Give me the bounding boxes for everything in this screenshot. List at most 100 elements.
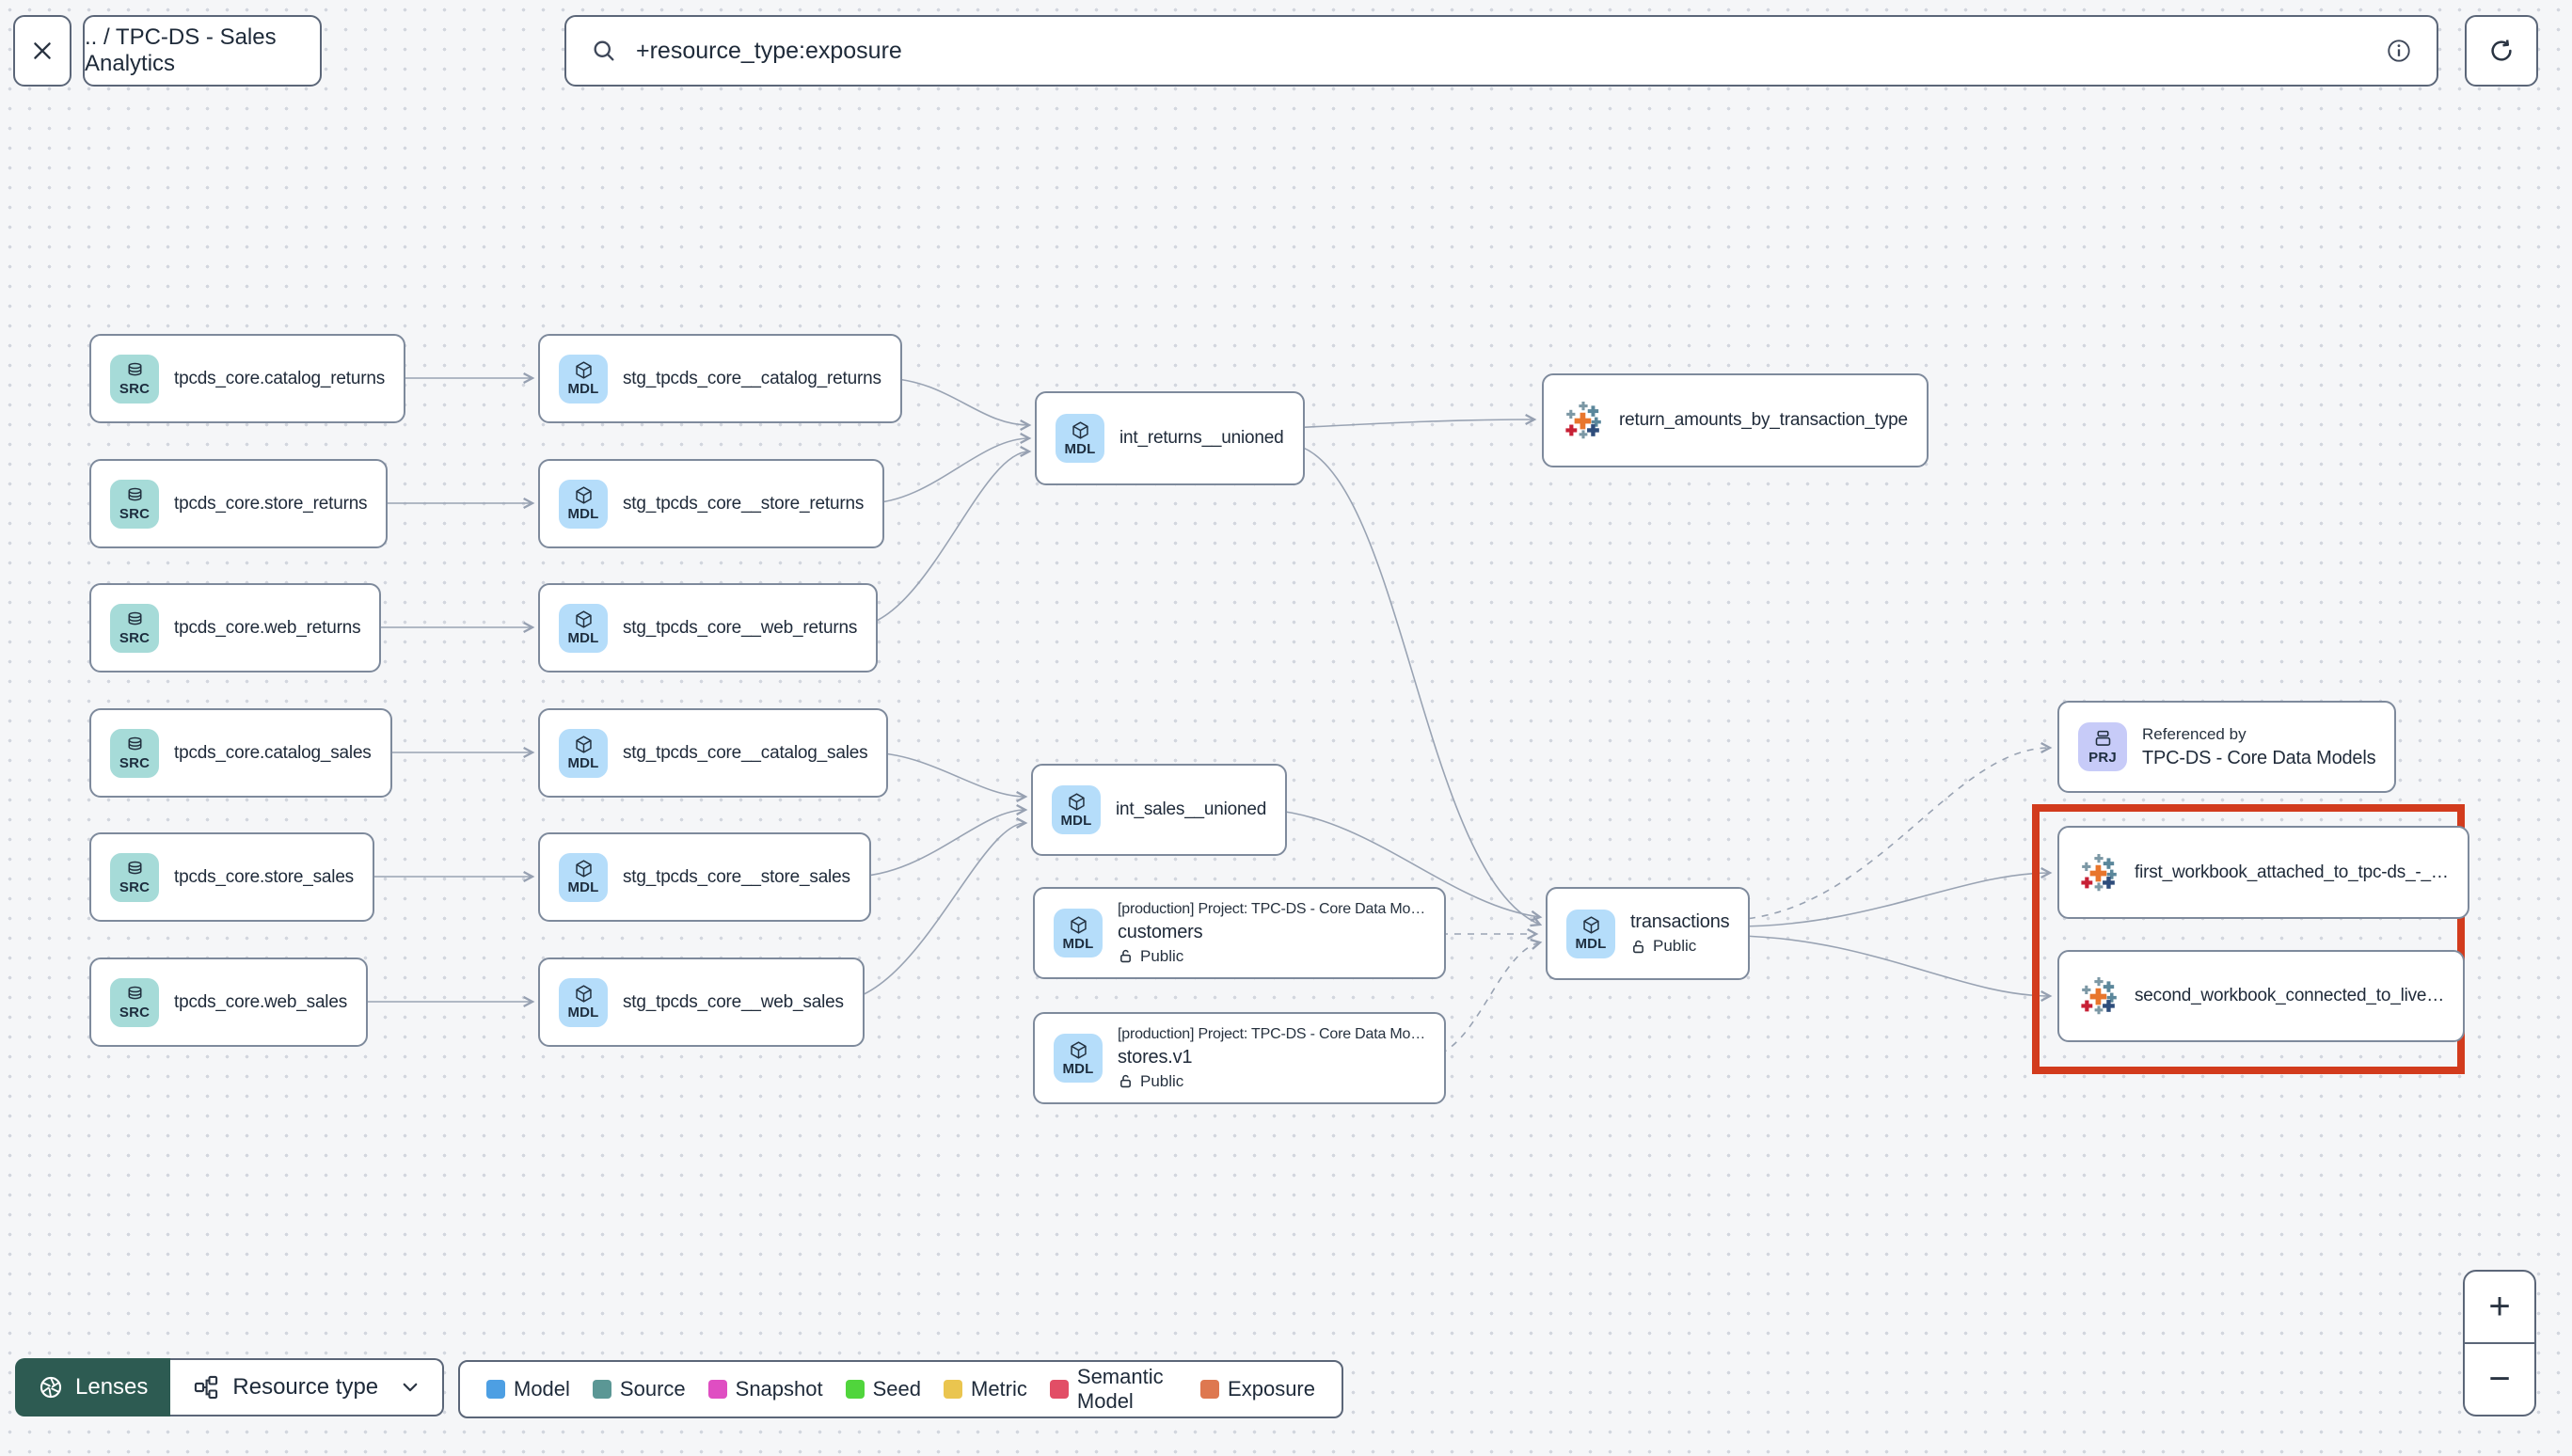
access-label: Public [1653,937,1697,955]
access-label: Public [1140,946,1184,965]
search-input[interactable] [634,36,2369,66]
node-source-store-returns[interactable]: SRC tpcds_core.store_returns [89,459,389,548]
model-cube-icon [1069,1040,1088,1060]
project-badge: PRJ [2078,722,2127,771]
source-badge: SRC [110,977,159,1027]
model-cube-icon [1067,792,1087,812]
model-badge: MDL [559,479,608,529]
node-label: int_returns__unioned [1119,428,1284,448]
resource-type-legend: Model Source Snapshot Seed Metric Semant… [458,1360,1343,1418]
node-customers[interactable]: MDL [production] Project: TPC-DS - Core … [1033,887,1447,979]
model-cube-icon [574,609,594,629]
legend-label: Source [619,1377,686,1401]
node-label: stg_tpcds_core__store_sales [623,866,850,887]
model-cube-icon [1581,915,1601,935]
node-transactions[interactable]: MDL transactions Public [1546,887,1751,980]
source-badge: SRC [110,354,159,404]
node-int-returns-unioned[interactable]: MDL int_returns__unioned [1035,391,1305,485]
node-exposure-first-workbook[interactable]: first_workbook_attached_to_tpc-ds_-_… [2057,826,2469,919]
node-project-line: [production] Project: TPC-DS - Core Data… [1118,900,1426,917]
node-label: return_amounts_by_transaction_type [1619,410,1908,430]
legend-swatch [592,1380,611,1399]
lenses-label: Lenses [75,1374,149,1400]
resource-type-label: Resource type [232,1374,379,1400]
model-badge: MDL [559,354,608,404]
node-source-catalog-returns[interactable]: SRC tpcds_core.catalog_returns [89,334,405,423]
tableau-icon [1563,400,1604,441]
close-button[interactable] [13,15,71,87]
legend-label: Semantic Model [1076,1365,1164,1413]
node-stg-web-sales[interactable]: MDL stg_tpcds_core__web_sales [538,957,865,1047]
breadcrumb-label: .. / TPC-DS - Sales Analytics [85,24,277,76]
database-icon [125,486,145,505]
breadcrumb[interactable]: .. / TPC-DS - Sales Analytics [83,15,322,87]
model-badge: MDL [1052,785,1101,834]
plus-icon: + [2488,1286,2511,1327]
database-icon [125,860,145,878]
legend-swatch [486,1380,505,1399]
node-exposure-second-workbook[interactable]: second_workbook_connected_to_live… [2057,950,2466,1042]
access-label: Public [1140,1071,1184,1090]
legend-swatch [707,1380,727,1399]
lenses-control: Lenses Resource type [15,1358,445,1416]
model-badge: MDL [1566,909,1615,958]
referenced-by-title: Referenced by [2142,724,2247,743]
model-badge: MDL [559,852,608,902]
zoom-controls: + − [2463,1270,2536,1416]
resource-type-icon [193,1374,219,1401]
resource-type-dropdown[interactable]: Resource type [170,1358,445,1416]
node-source-catalog-sales[interactable]: SRC tpcds_core.catalog_sales [89,708,392,798]
access-row: Public [1118,947,1425,966]
node-label: stg_tpcds_core__web_returns [623,617,858,638]
legend-item-metric: Metric [944,1377,1027,1401]
legend-label: Exposure [1228,1377,1315,1401]
legend-label: Snapshot [735,1377,823,1401]
lenses-button[interactable]: Lenses [15,1358,171,1416]
node-label: tpcds_core.catalog_sales [174,742,372,763]
legend-swatch [1049,1380,1069,1399]
node-stg-store-sales[interactable]: MDL stg_tpcds_core__store_sales [538,832,871,922]
access-row: Public [1630,937,1729,956]
node-stg-catalog-returns[interactable]: MDL stg_tpcds_core__catalog_returns [538,334,902,423]
legend-item-source: Source [592,1377,686,1401]
node-project-line: [production] Project: TPC-DS - Core Data… [1118,1025,1426,1042]
legend-label: Seed [872,1377,921,1401]
model-badge: MDL [1054,1034,1103,1083]
model-badge: MDL [559,603,608,653]
node-label: customers [1118,921,1203,942]
lock-open-icon [1118,948,1134,964]
database-icon [125,610,145,629]
tableau-icon [2078,852,2120,894]
refresh-button[interactable] [2465,15,2538,87]
search-icon [591,38,617,64]
node-label: tpcds_core.store_sales [174,866,354,887]
source-badge: SRC [110,603,159,653]
node-referenced-by-project[interactable]: PRJ Referenced by TPC-DS - Core Data Mod… [2057,701,2397,793]
info-icon[interactable] [2386,38,2412,64]
model-cube-icon [574,859,594,878]
node-exposure-return-amounts[interactable]: return_amounts_by_transaction_type [1542,373,1929,467]
node-label: stg_tpcds_core__catalog_sales [623,742,868,763]
search-bar[interactable] [564,15,2438,87]
node-source-web-returns[interactable]: SRC tpcds_core.web_returns [89,583,382,673]
chevron-down-icon [401,1378,420,1397]
node-source-store-sales[interactable]: SRC tpcds_core.store_sales [89,832,374,922]
refresh-icon [2487,37,2516,65]
node-stg-catalog-sales[interactable]: MDL stg_tpcds_core__catalog_sales [538,708,889,798]
model-badge: MDL [1054,909,1103,957]
zoom-in-button[interactable]: + [2465,1272,2534,1344]
node-stg-store-returns[interactable]: MDL stg_tpcds_core__store_returns [538,459,885,548]
node-stores-v1[interactable]: MDL [production] Project: TPC-DS - Core … [1033,1012,1447,1104]
node-stg-web-returns[interactable]: MDL stg_tpcds_core__web_returns [538,583,879,673]
node-label: stg_tpcds_core__store_returns [623,493,865,514]
node-label: tpcds_core.catalog_returns [174,368,385,388]
node-source-web-sales[interactable]: SRC tpcds_core.web_sales [89,957,368,1047]
legend-item-exposure: Exposure [1200,1377,1315,1401]
legend-item-model: Model [486,1377,570,1401]
close-icon [30,39,55,63]
zoom-out-button[interactable]: − [2465,1344,2534,1415]
node-label: transactions [1630,911,1730,932]
node-int-sales-unioned[interactable]: MDL int_sales__unioned [1031,764,1288,856]
